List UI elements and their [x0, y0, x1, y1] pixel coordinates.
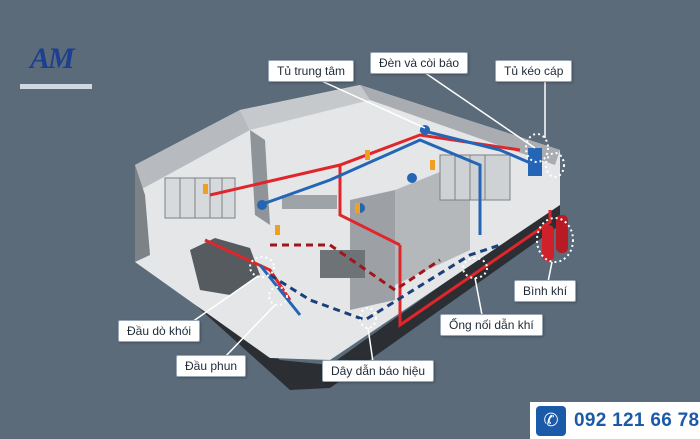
highlight-nozzle: [268, 286, 288, 306]
partition-wall-2: [350, 190, 395, 310]
highlight-signal-wire: [359, 307, 377, 329]
back-wall-right: [360, 85, 560, 165]
alarm-nozzle-2: [365, 150, 370, 160]
leader-gas-cylinder: [547, 261, 553, 283]
label-central-cabinet: Tủ trung tâm: [268, 60, 355, 82]
logo-text: AM: [30, 42, 75, 75]
alarm-nozzle-5: [355, 203, 360, 213]
highlight-smoke-detector: [249, 256, 275, 278]
rubble-area: [190, 238, 260, 295]
label-lights-siren: Đèn và còi báo: [370, 52, 469, 74]
back-wall-middle: [240, 85, 370, 130]
signal-wire-riser: [419, 128, 536, 167]
company-logo: AM: [8, 18, 92, 89]
leader-signal-wire: [367, 327, 374, 363]
alarm-nozzle-3: [430, 160, 435, 170]
label-gas-cylinder: Bình khí: [514, 280, 577, 302]
floor-slab: [135, 200, 560, 390]
leader-nozzle: [221, 304, 276, 361]
leader-lights-siren: [417, 67, 536, 149]
leader-smoke-detector: [191, 275, 259, 323]
label-gas-pipe: Ống nối dẫn khí: [440, 314, 543, 336]
phone-icon: ✆: [536, 405, 566, 436]
alarm-nozzle-4: [275, 225, 280, 235]
label-cable-cabinet: Tủ kéo cáp: [495, 60, 573, 82]
leader-gas-pipe: [474, 277, 483, 316]
smoke-detector-unit-1: [257, 200, 267, 210]
highlight-cable-cabinet-2: [545, 152, 565, 178]
leader-central-cabinet: [314, 77, 426, 129]
label-nozzle: Đầu phun: [176, 355, 247, 377]
highlight-cable-cabinet: [525, 133, 549, 163]
signal-wire-main: [259, 138, 482, 235]
highlight-gas-cylinder: [536, 217, 574, 263]
logo-tagline-bar: [20, 84, 92, 89]
highlight-pipe: [462, 257, 488, 279]
alarm-nozzle-1: [203, 184, 208, 194]
detector-unit-3: [407, 173, 417, 183]
label-smoke-detector: Đầu dò khói: [118, 320, 201, 342]
label-signal-wire: Dây dẫn báo hiệu: [322, 360, 435, 382]
gas-cylinder-2: [556, 215, 568, 253]
desk-1: [282, 195, 337, 209]
back-wall-left: [135, 110, 250, 190]
gas-pipe-left: [204, 238, 292, 301]
phone-contact[interactable]: ✆ 092 121 66 78: [530, 402, 700, 439]
signal-wire-left: [258, 264, 302, 316]
phone-number: 092 121 66 78: [574, 409, 700, 431]
server-cabinet-row-1: [164, 177, 236, 219]
gas-pipe-drop: [338, 165, 401, 247]
gas-pipe-dashed: [270, 243, 441, 292]
gas-cylinder-1: [542, 225, 554, 261]
left-room-wall: [135, 165, 150, 262]
